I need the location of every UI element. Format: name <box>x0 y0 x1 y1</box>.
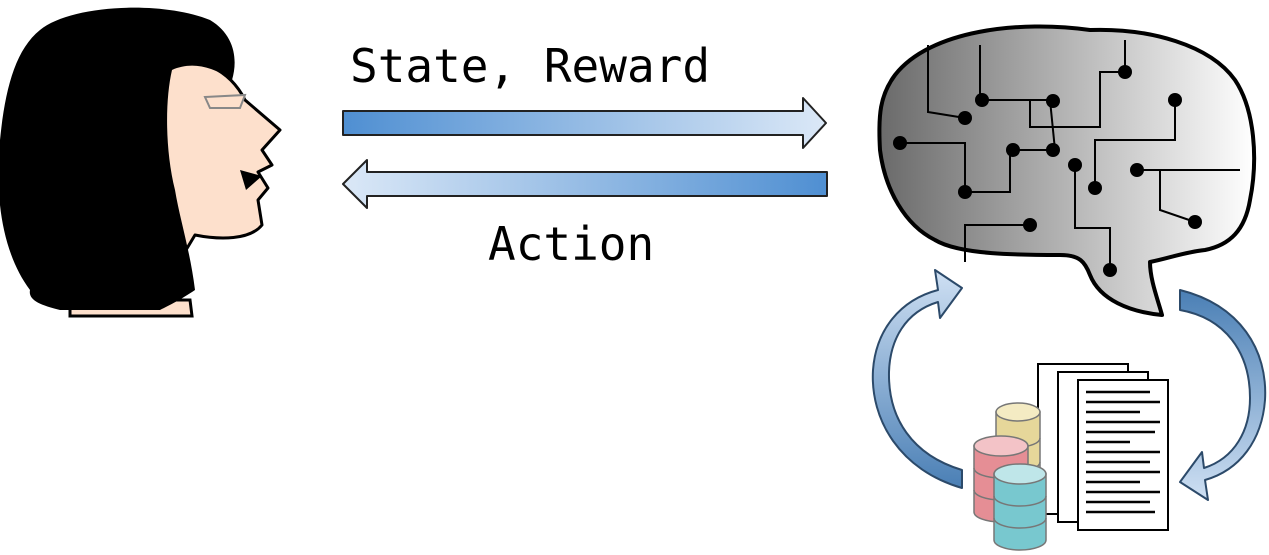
circuit-brain-icon <box>877 24 1257 317</box>
state-reward-label: State, Reward <box>350 39 710 93</box>
human-head-icon <box>0 7 282 318</box>
cycle-arrow-right <box>1179 289 1267 501</box>
cycle-arrow-left <box>871 269 963 489</box>
state-reward-arrow <box>342 97 827 149</box>
action-arrow <box>342 159 828 209</box>
action-label: Action <box>488 217 654 271</box>
database-documents-icon <box>973 363 1169 551</box>
